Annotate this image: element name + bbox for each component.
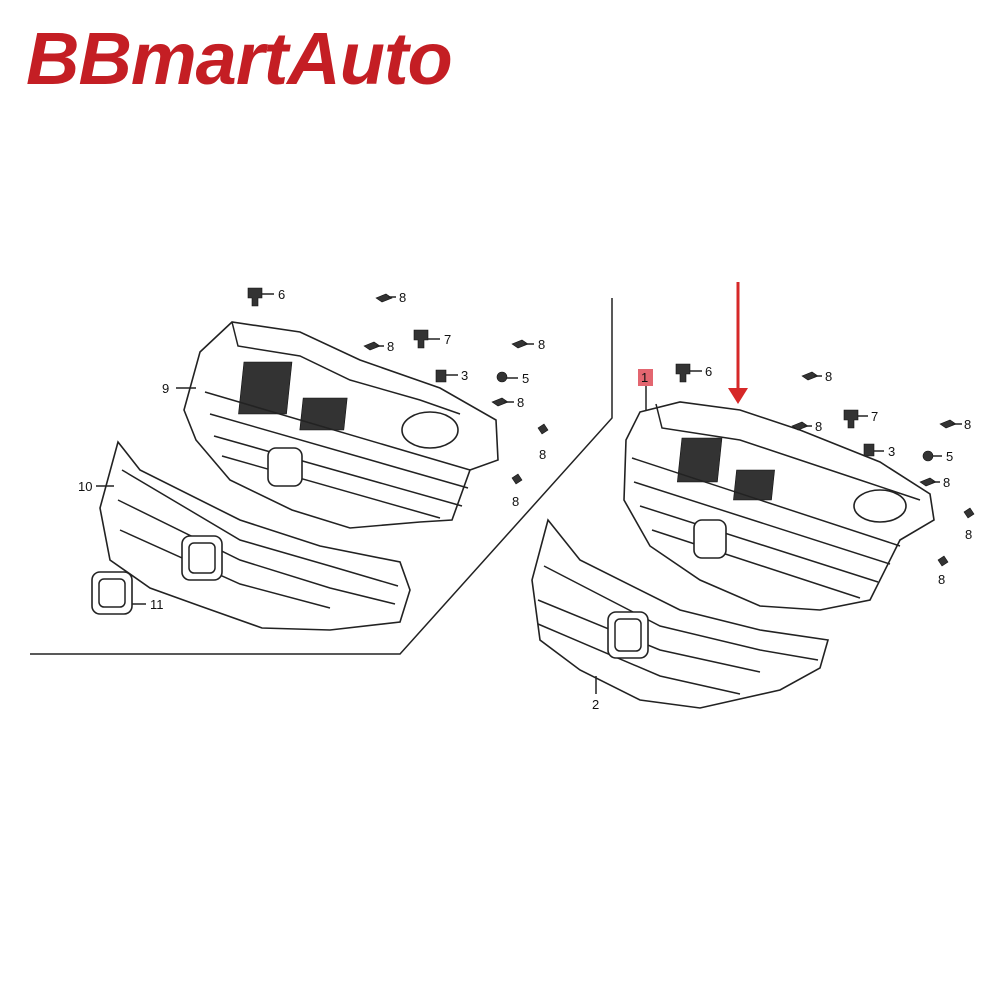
brand-logo: BBmartAuto	[26, 17, 453, 100]
left-callout-clip-8-d: 8	[517, 395, 524, 410]
right-callout-clip-7: 7	[871, 409, 878, 424]
right-callout-clip-8-b: 8	[815, 419, 822, 434]
right-grille-trim	[531, 518, 830, 709]
right-callout-clip-8-a: 8	[825, 369, 832, 384]
left-callout-clip-8-f: 8	[512, 494, 519, 509]
right-fasteners	[675, 363, 975, 567]
right-grille-ribs	[631, 437, 901, 599]
left-grille-trim	[99, 440, 411, 631]
right-grille-assembly	[623, 401, 935, 611]
left-callout-emblem: 11	[150, 597, 164, 612]
left-callout-clip-8-b: 8	[387, 339, 394, 354]
left-callout-grille-trim: 10	[78, 479, 92, 494]
left-callout-clip-8-e: 8	[539, 447, 546, 462]
right-callout-nut-3: 3	[888, 444, 895, 459]
left-emblem	[91, 571, 133, 615]
right-callout-clip-8-f: 8	[938, 572, 945, 587]
left-callout-clip-8-a: 8	[399, 290, 406, 305]
left-callout-clip-6: 6	[278, 287, 285, 302]
highlight-box	[638, 369, 653, 386]
right-callout-clip-6: 6	[705, 364, 712, 379]
panel-divider	[30, 298, 613, 655]
left-callout-grille-base: 9	[162, 381, 169, 396]
right-callout-grille-assembly: 1	[641, 370, 648, 385]
right-callout-clip-8-c: 8	[964, 417, 971, 432]
right-callout-nut-5: 5	[946, 449, 953, 464]
red-arrow-icon	[728, 282, 748, 404]
left-grille-base	[183, 321, 499, 529]
left-grille-ribs	[204, 361, 471, 519]
left-callout-nut-5: 5	[522, 371, 529, 386]
left-leader-lines	[96, 293, 534, 605]
right-callout-grille-trim: 2	[592, 697, 599, 712]
left-callout-clip-7: 7	[444, 332, 451, 347]
left-fasteners	[247, 287, 549, 485]
right-leader-lines	[595, 370, 962, 694]
right-callout-clip-8-d: 8	[943, 475, 950, 490]
right-callout-clip-8-e: 8	[965, 527, 972, 542]
left-callout-nut-3: 3	[461, 368, 468, 383]
left-callout-clip-8-c: 8	[538, 337, 545, 352]
